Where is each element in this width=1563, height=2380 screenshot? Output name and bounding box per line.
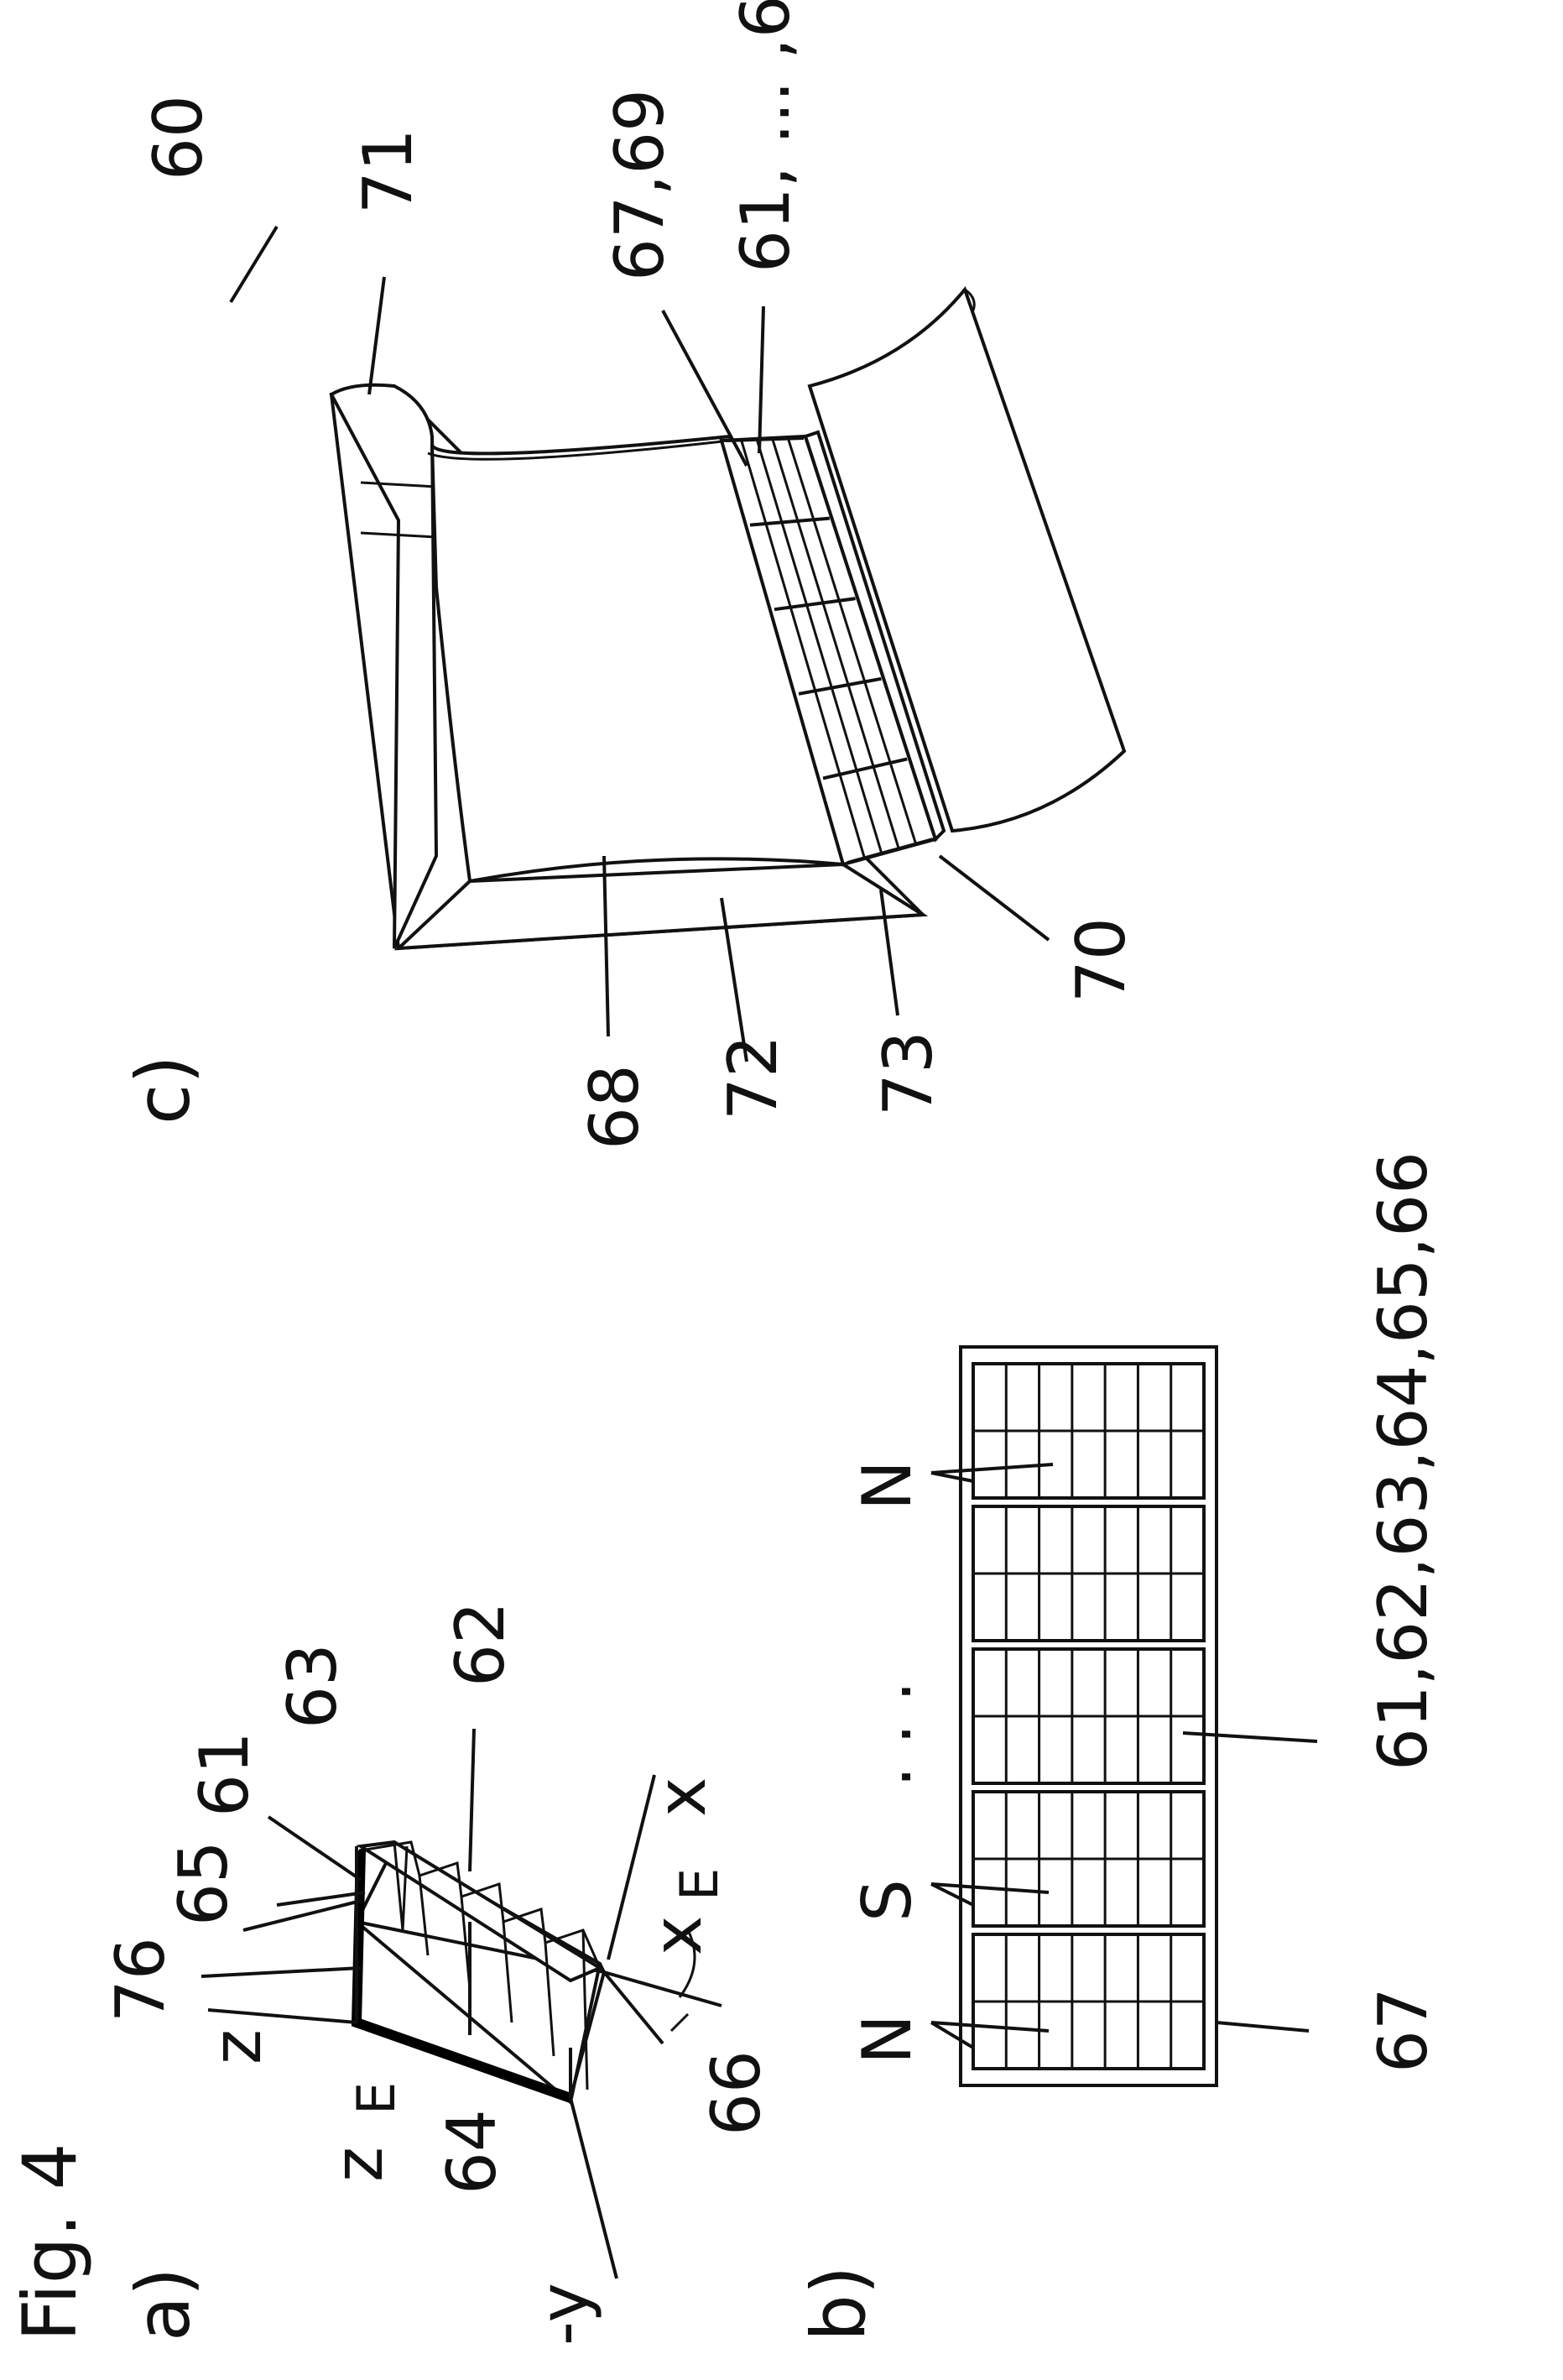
label-z-e: z [320, 2147, 398, 2182]
panel-a-marker: a) [120, 2268, 206, 2341]
ref-76: 76 [102, 1937, 180, 2022]
ref-60: 60 [139, 95, 217, 180]
label-x: x [643, 1777, 721, 1817]
label-s: S [848, 1879, 926, 1922]
label-neg-y: -y [525, 2283, 603, 2346]
ref-66: 66 [697, 2050, 775, 2136]
ref-73: 73 [869, 1031, 947, 1116]
label-z: z [198, 2029, 276, 2064]
axis-z [208, 2010, 357, 2022]
label-x-e-sub: E [669, 1868, 730, 1901]
ref-61-66-range: 61, ... ,66 [727, 0, 805, 273]
label-n-right: N [848, 1460, 926, 1511]
ref-65: 65 [164, 1840, 242, 1926]
axis-neg-y [570, 2098, 617, 2278]
ref-70: 70 [1062, 917, 1140, 1003]
panel-b-marker: b) [795, 2266, 882, 2341]
ref-63: 63 [274, 1643, 352, 1729]
panel-c-marker: c) [120, 1055, 206, 1125]
label-n-left: N [848, 2014, 926, 2064]
ref-71: 71 [349, 128, 427, 214]
figure-title: Fig. 4 [7, 2143, 93, 2341]
ref-67: 67 [1364, 1987, 1442, 2073]
panel-b-magnet-array [931, 1347, 1317, 2085]
label-z-e-sub: E [346, 2082, 407, 2115]
ref-61-62-63-64-65-66: 61,62,63,64,65,66 [1364, 1151, 1442, 1771]
ref-62: 62 [441, 1601, 519, 1687]
ref-64: 64 [433, 2109, 511, 2195]
label-dots: . . . [848, 1681, 926, 1788]
ref-72: 72 [714, 1035, 792, 1120]
panel-c-pole-shoe-assembly [231, 227, 1124, 1062]
label-x-e: x [638, 1916, 716, 1955]
ref-67-69: 67,69 [601, 89, 679, 281]
ref-61: 61 [185, 1731, 263, 1817]
ref-68: 68 [576, 1064, 654, 1150]
